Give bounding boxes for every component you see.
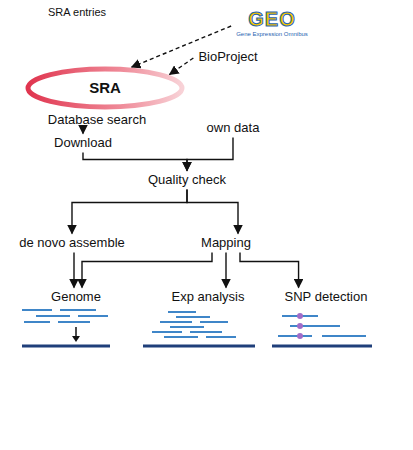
flow-arrow xyxy=(225,252,226,287)
flow-arrow xyxy=(187,189,238,233)
step-text: SNP detection xyxy=(285,290,368,305)
genome-reads xyxy=(22,310,108,322)
logo-subtitle: Gene Expression Omnibus xyxy=(236,31,308,37)
step-label: Database search xyxy=(46,112,148,129)
step-text: Quality check xyxy=(148,173,226,188)
logo-node: GEOGene Expression Omnibus xyxy=(234,7,310,38)
step-text: Download xyxy=(54,136,112,151)
step-label: Quality check xyxy=(146,172,228,189)
source-node: BioProject xyxy=(196,49,259,66)
flow-arrow xyxy=(240,252,299,287)
note-label: SRA entries xyxy=(48,6,106,18)
snp-reads xyxy=(278,316,366,336)
snp-dots xyxy=(297,313,303,339)
flow-arrow xyxy=(73,252,74,287)
step-text: BioProject xyxy=(198,50,257,65)
reference-bar xyxy=(143,345,255,348)
database-name: SRA xyxy=(89,79,121,96)
step-label: Download xyxy=(52,135,114,152)
flow-arrow xyxy=(82,252,212,287)
flow-arrow xyxy=(187,137,233,170)
step-text: Genome xyxy=(51,290,101,305)
assembly-arrowhead xyxy=(72,336,80,342)
logo-text: GEO xyxy=(248,8,295,31)
reference-bar xyxy=(272,345,372,348)
expression-reads xyxy=(152,312,236,337)
step-label: de novo assemble xyxy=(17,235,127,252)
result-label: Exp analysis xyxy=(170,289,247,306)
result-label: SNP detection xyxy=(283,289,370,306)
step-label: Mapping xyxy=(199,235,253,252)
step-text: Mapping xyxy=(201,236,251,251)
genome-bar xyxy=(22,345,110,348)
flow-arrow xyxy=(83,152,187,170)
step-text: Exp analysis xyxy=(172,290,245,305)
step-text: Database search xyxy=(48,113,146,128)
flow-arrow xyxy=(82,129,83,133)
database-ellipse: SRA xyxy=(25,66,185,110)
step-text: de novo assemble xyxy=(19,236,125,251)
flow-arrow xyxy=(72,189,187,233)
step-text: own data xyxy=(207,121,260,136)
dashed-arrow xyxy=(170,58,194,75)
step-label: own data xyxy=(205,120,262,137)
result-label: Genome xyxy=(49,289,103,306)
